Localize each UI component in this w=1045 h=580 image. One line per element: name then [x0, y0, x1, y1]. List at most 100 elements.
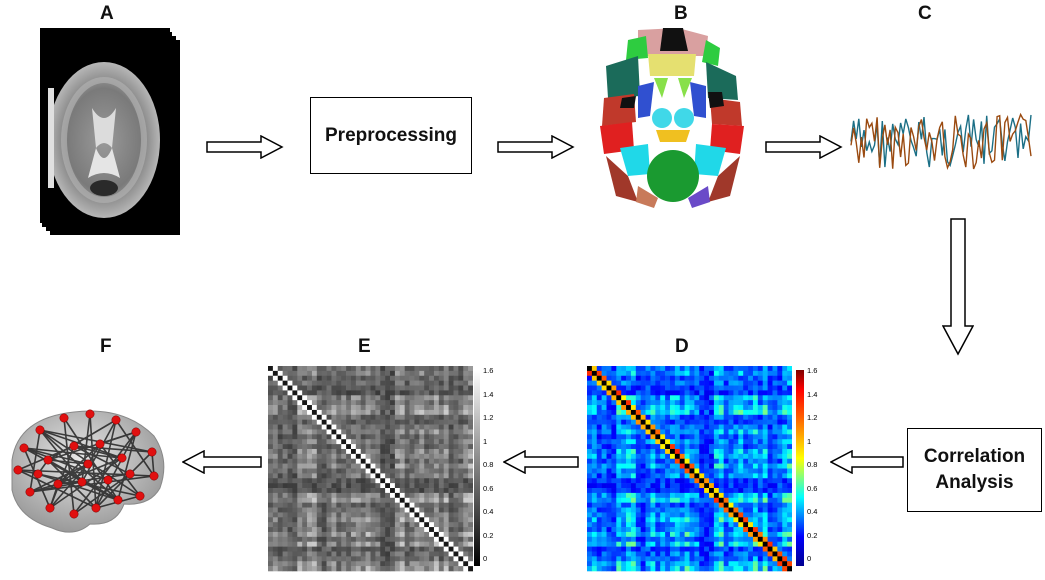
- matrix-cell: [433, 541, 440, 547]
- matrix-cell: [723, 507, 729, 513]
- matrix-cell: [748, 507, 754, 513]
- matrix-cell: [679, 424, 685, 430]
- matrix-cell: [723, 405, 729, 411]
- matrix-cell: [650, 380, 656, 386]
- matrix-cell: [684, 448, 690, 455]
- matrix-cell: [414, 536, 420, 543]
- matrix-cell: [390, 390, 396, 396]
- network-edge: [73, 445, 123, 459]
- matrix-cell: [360, 434, 366, 440]
- matrix-cell: [390, 512, 396, 518]
- matrix-cell: [282, 370, 288, 377]
- matrix-cell: [307, 551, 313, 557]
- matrix-cell: [762, 385, 768, 391]
- matrix-cell: [458, 478, 464, 484]
- matrix-cell: [689, 424, 695, 430]
- matrix-cell: [414, 556, 420, 562]
- matrix-cell: [621, 458, 627, 464]
- matrix-cell: [365, 541, 371, 547]
- matrix-cell: [404, 385, 410, 391]
- matrix-cell: [316, 419, 322, 425]
- matrix-cell: [684, 522, 690, 528]
- matrix-cell: [650, 468, 656, 474]
- matrix-cell: [591, 483, 598, 489]
- matrix-cell: [385, 561, 391, 567]
- matrix-cell: [302, 483, 308, 489]
- matrix-cell: [331, 400, 337, 406]
- matrix-cell: [350, 409, 357, 416]
- matrix-cell: [660, 473, 666, 479]
- matrix-cell: [429, 395, 435, 401]
- matrix-cell: [365, 512, 371, 518]
- matrix-cell: [341, 551, 347, 557]
- matrix-cell: [409, 395, 415, 401]
- matrix-cell: [429, 409, 435, 416]
- matrix-cell: [723, 492, 729, 499]
- matrix-cell: [665, 375, 671, 381]
- matrix-cell: [635, 497, 641, 503]
- matrix-cell: [704, 546, 710, 552]
- matrix-cell: [390, 444, 396, 450]
- matrix-cell: [453, 483, 459, 489]
- matrix-cell: [424, 502, 430, 508]
- matrix-cell: [757, 405, 764, 411]
- matrix-cell: [453, 546, 459, 552]
- matrix-cell: [587, 444, 593, 450]
- matrix-cell: [282, 527, 288, 533]
- matrix-cell: [302, 517, 308, 523]
- matrix-cell: [277, 551, 283, 557]
- matrix-cell: [587, 448, 593, 455]
- matrix-cell: [409, 473, 415, 479]
- network-edge: [37, 473, 119, 501]
- matrix-cell: [311, 395, 318, 401]
- matrix-cell: [694, 395, 700, 401]
- matrix-cell: [713, 541, 720, 547]
- matrix-cell: [443, 546, 449, 552]
- matrix-cell: [772, 390, 778, 396]
- matrix-cell: [601, 439, 607, 445]
- matrix-cell: [336, 414, 342, 420]
- matrix-cell: [282, 478, 288, 484]
- matrix-cell: [738, 551, 744, 557]
- matrix-cell: [665, 483, 671, 489]
- matrix-cell: [767, 522, 773, 528]
- matrix-cell: [645, 546, 651, 552]
- matrix-cell: [458, 566, 464, 572]
- matrix-cell: [331, 375, 337, 381]
- matrix-cell: [669, 453, 676, 460]
- matrix-cell: [694, 497, 700, 503]
- matrix-cell: [762, 551, 768, 557]
- matrix-cell: [458, 424, 464, 430]
- matrix-cell: [370, 409, 376, 416]
- matrix-cell: [316, 458, 322, 464]
- matrix-cell: [723, 385, 729, 391]
- matrix-cell: [699, 409, 705, 416]
- matrix-cell: [591, 527, 598, 533]
- matrix-cell: [743, 561, 749, 567]
- matrix-cell: [365, 561, 371, 567]
- brain-atlas-image: [600, 27, 744, 209]
- matrix-cell: [375, 390, 381, 396]
- matrix-cell: [650, 531, 656, 538]
- matrix-cell: [302, 424, 308, 430]
- matrix-cell: [777, 566, 783, 572]
- matrix-cell: [684, 531, 690, 538]
- matrix-cell: [331, 546, 337, 552]
- matrix-cell: [669, 492, 676, 499]
- matrix-cell: [743, 370, 749, 377]
- matrix-cell: [277, 541, 283, 547]
- matrix-cell: [346, 444, 352, 450]
- matrix-cell: [718, 566, 724, 572]
- matrix-cell: [655, 434, 661, 440]
- matrix-cell: [419, 483, 425, 489]
- matrix-cell: [655, 502, 661, 508]
- matrix-cell: [591, 561, 598, 567]
- matrix-cell: [640, 492, 646, 499]
- matrix-cell: [650, 522, 656, 528]
- matrix-cell: [311, 463, 318, 469]
- matrix-cell: [346, 380, 352, 386]
- matrix-cell: [733, 444, 739, 450]
- matrix-cell: [433, 512, 440, 518]
- matrix-cell: [767, 400, 773, 406]
- matrix-cell: [380, 439, 386, 445]
